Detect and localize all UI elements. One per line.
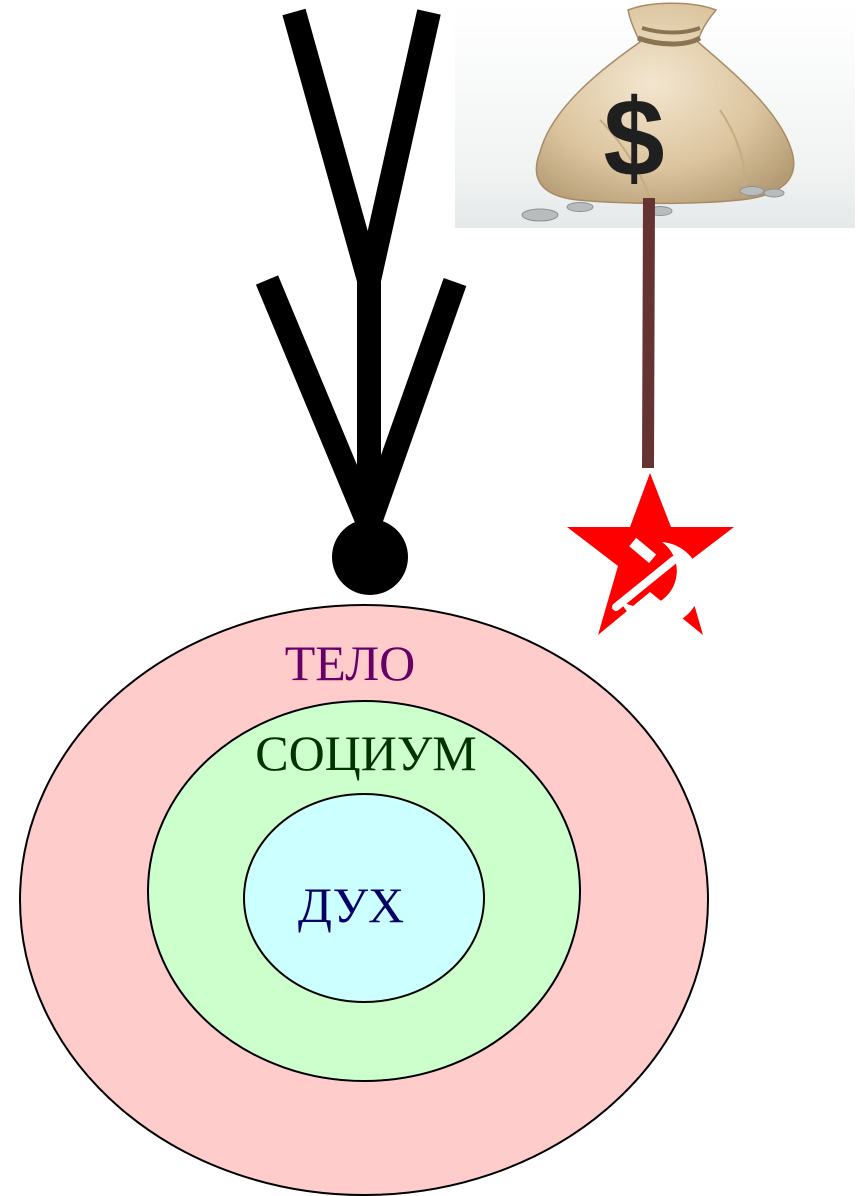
hammer-sickle-emblem — [612, 537, 701, 626]
inner-ellipse-spirit — [243, 793, 485, 1003]
label-spirit: ДУХ — [298, 877, 404, 933]
money-bag-picture: $ — [455, 2, 855, 228]
label-body: ТЕЛО — [285, 635, 415, 691]
label-society: СОЦИУМ — [255, 725, 477, 781]
connector-line — [642, 197, 655, 469]
pendulum-ball — [332, 519, 408, 595]
hammer-sickle-star-icon — [567, 473, 734, 635]
money-bag-icon: $ — [535, 2, 795, 205]
money-mark: $ — [603, 77, 664, 200]
psi-trident-icon — [255, 8, 467, 535]
